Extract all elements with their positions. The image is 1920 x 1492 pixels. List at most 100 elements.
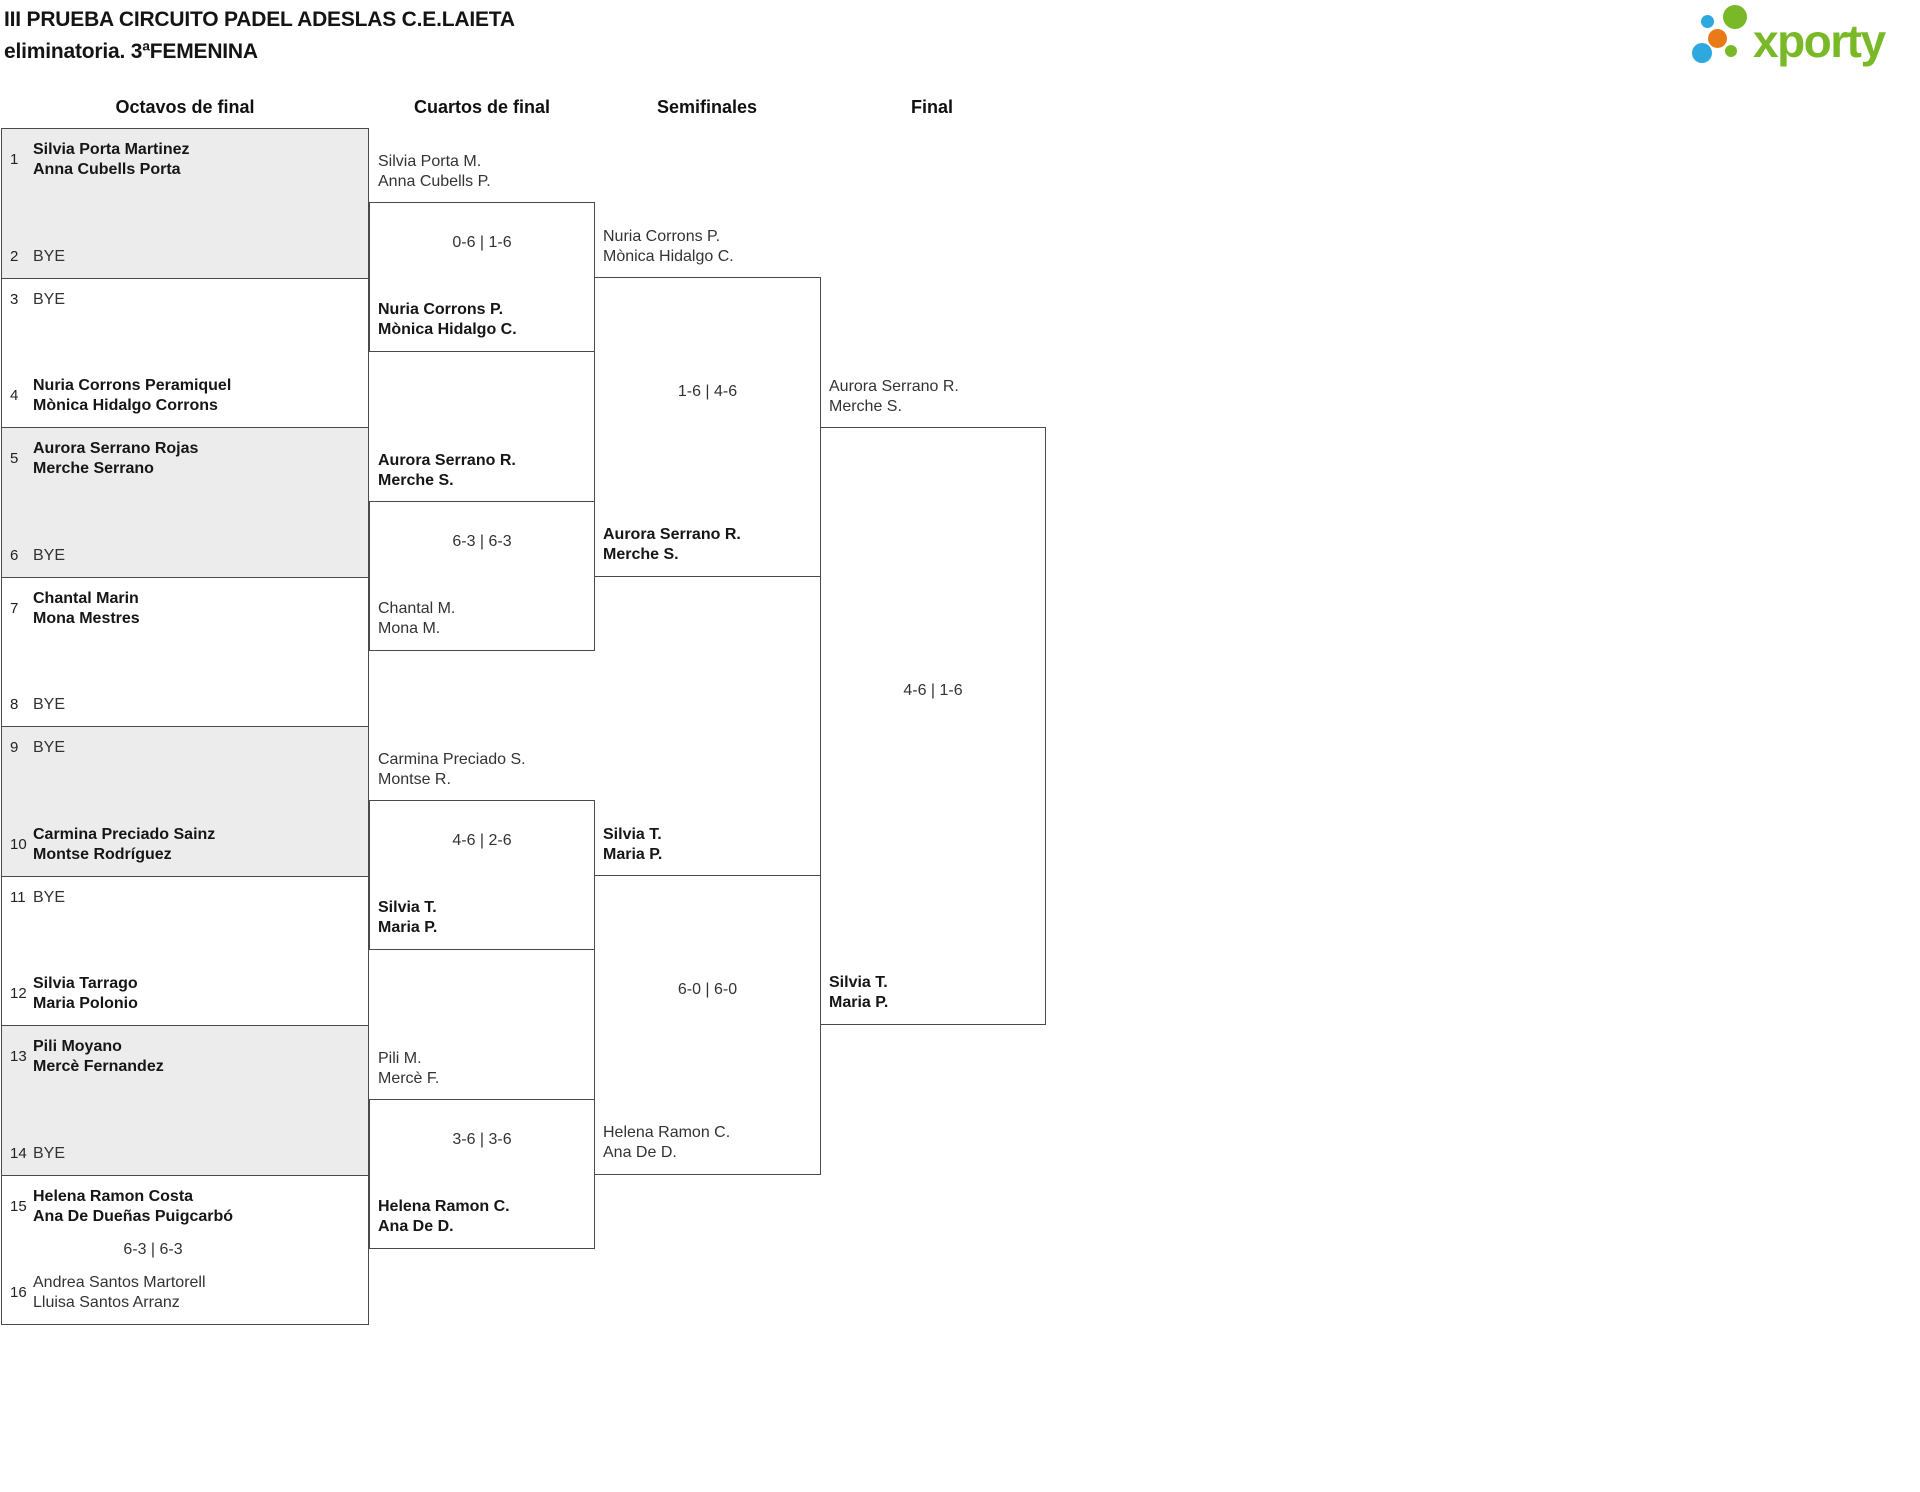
team-label-bottom: Silvia T. Maria P.: [829, 973, 888, 1013]
match-cuartos-1[interactable]: Silvia Porta M. Anna Cubells P. 0-6 | 1-…: [369, 153, 595, 352]
team-name-line: Silvia Porta M.: [378, 153, 482, 170]
team-name-line: Silvia T.: [603, 826, 662, 843]
team-name-line: BYE: [33, 290, 66, 308]
team-slot: 6 BYE: [10, 546, 364, 566]
seed-number: 5: [10, 450, 19, 467]
team-name-line: Silvia T.: [829, 974, 888, 991]
match-score: 4-6 | 1-6: [903, 682, 963, 699]
team-name-line: BYE: [33, 696, 66, 713]
team-label-bottom: Helena Ramon C. Ana De D.: [378, 1197, 510, 1237]
team-name-line: BYE: [33, 739, 66, 756]
logo-dot-orange-icon: [1708, 29, 1727, 48]
team-name-line: BYE: [33, 247, 66, 265]
team-label-top: Nuria Corrons P. Mònica Hidalgo C.: [603, 227, 734, 267]
team-name-line: Aurora Serrano R.: [829, 378, 959, 395]
team-name-line: Lluisa Santos Arranz: [33, 1294, 180, 1311]
match-cuartos-4[interactable]: Pili M. Mercè F. 3-6 | 3-6 Helena Ramon …: [369, 1050, 595, 1249]
team-name-line: Helena Ramon C.: [378, 1198, 510, 1215]
team-name-line: Carmina Preciado Sainz: [33, 825, 216, 843]
team-label-bottom: Helena Ramon C. Ana De D.: [603, 1123, 730, 1163]
team-name-line: Mònica Hidalgo C.: [603, 248, 734, 265]
team-name-line: Ana De D.: [378, 1218, 454, 1235]
team-name-line: Nuria Corrons P.: [603, 228, 721, 245]
team-name-line: Mònica Hidalgo C.: [378, 321, 517, 338]
team-label-top: Aurora Serrano R. Merche S.: [829, 377, 959, 417]
seed-number: 7: [10, 599, 19, 617]
team-name-line: Helena Ramon C.: [603, 1124, 731, 1141]
team-name-line: Merche Serrano: [33, 460, 154, 477]
seed-number: 13: [10, 1048, 27, 1065]
team-name-line: Silvia T.: [378, 899, 437, 916]
team-name-line: Maria Polonio: [33, 995, 138, 1012]
match-semifinal-1[interactable]: Nuria Corrons P. Mònica Hidalgo C. 1-6 |…: [594, 228, 821, 577]
seed-number: 3: [10, 290, 19, 308]
team-name-line: BYE: [33, 888, 66, 906]
tournament-title: III PRUEBA CIRCUITO PADEL ADESLAS C.E.LA…: [4, 4, 515, 68]
team-name-line: Merche S.: [829, 398, 902, 415]
team-slot: 8 BYE: [10, 695, 364, 715]
team-slot: 14 BYE: [10, 1144, 364, 1164]
team-name-line: Helena Ramon Costa: [33, 1187, 194, 1205]
team-slot: 3 BYE: [10, 290, 364, 310]
team-name-line: Mercè Fernandez: [33, 1058, 164, 1075]
team-name-line: Pili Moyano: [33, 1038, 122, 1055]
seed-number: 2: [10, 247, 19, 265]
team-name-line: Anna Cubells Porta: [33, 161, 181, 178]
team-name-line: Aurora Serrano Rojas: [33, 440, 199, 457]
seed-number: 4: [10, 387, 19, 404]
match-semifinal-2[interactable]: Silvia T. Maria P. 6-0 | 6-0 Helena Ramo…: [594, 826, 821, 1175]
team-name-line: Montse Rodríguez: [33, 845, 172, 863]
logo-dot-blue-small-icon: [1701, 15, 1714, 28]
team-name-line: Maria P.: [378, 919, 438, 936]
team-name-line: Andrea Santos Martorell: [33, 1274, 206, 1291]
team-name-line: Maria P.: [603, 846, 663, 863]
round-header-final: Final: [910, 97, 953, 117]
seed-number: 12: [10, 985, 27, 1002]
match-score: 4-6 | 2-6: [452, 832, 512, 849]
seed-number: 6: [10, 546, 19, 564]
team-label-top: Pili M. Mercè F.: [378, 1049, 439, 1089]
team-slot: 2 BYE: [10, 247, 364, 267]
team-label-bottom: Silvia T. Maria P.: [378, 898, 437, 938]
team-name-line: Chantal Marin: [33, 589, 139, 607]
team-name-line: Mònica Hidalgo Corrons: [33, 397, 218, 414]
team-slot: 11 BYE: [10, 888, 364, 908]
seed-number: 9: [10, 739, 19, 756]
xporty-logo-text: xporty: [1753, 15, 1886, 67]
team-name-line: Aurora Serrano R.: [603, 526, 741, 543]
team-name-line: Montse R.: [378, 771, 451, 788]
match-score: 0-6 | 1-6: [452, 234, 512, 251]
team-name-line: Anna Cubells P.: [378, 173, 491, 190]
seed-number: 14: [10, 1144, 27, 1162]
tournament-title-line1: III PRUEBA CIRCUITO PADEL ADESLAS C.E.LA…: [4, 8, 515, 31]
team-name-line: Silvia Porta Martinez: [33, 141, 190, 158]
match-final[interactable]: Aurora Serrano R. Merche S. 4-6 | 1-6 Si…: [820, 378, 1046, 1025]
team-label-top: Carmina Preciado S. Montse R.: [378, 750, 526, 790]
match-score: 3-6 | 3-6: [452, 1131, 512, 1148]
team-name-line: Merche S.: [603, 546, 679, 563]
match-cuartos-3[interactable]: Carmina Preciado S. Montse R. 4-6 | 2-6 …: [369, 751, 595, 950]
team-name-line: Nuria Corrons Peramiquel: [33, 377, 232, 394]
team-name-line: Mercè F.: [378, 1070, 440, 1087]
team-name-line: Ana De Dueñas Puigcarbó: [33, 1207, 234, 1225]
seed-number: 8: [10, 696, 19, 713]
match-cuartos-2[interactable]: Aurora Serrano R. Merche S. 6-3 | 6-3 Ch…: [369, 452, 595, 651]
team-name-line: Maria P.: [829, 994, 889, 1011]
match-score: 6-0 | 6-0: [677, 981, 738, 998]
team-name-line: Silvia Tarrago: [33, 975, 138, 992]
team-label-bottom: Nuria Corrons P. Mònica Hidalgo C.: [378, 300, 517, 340]
